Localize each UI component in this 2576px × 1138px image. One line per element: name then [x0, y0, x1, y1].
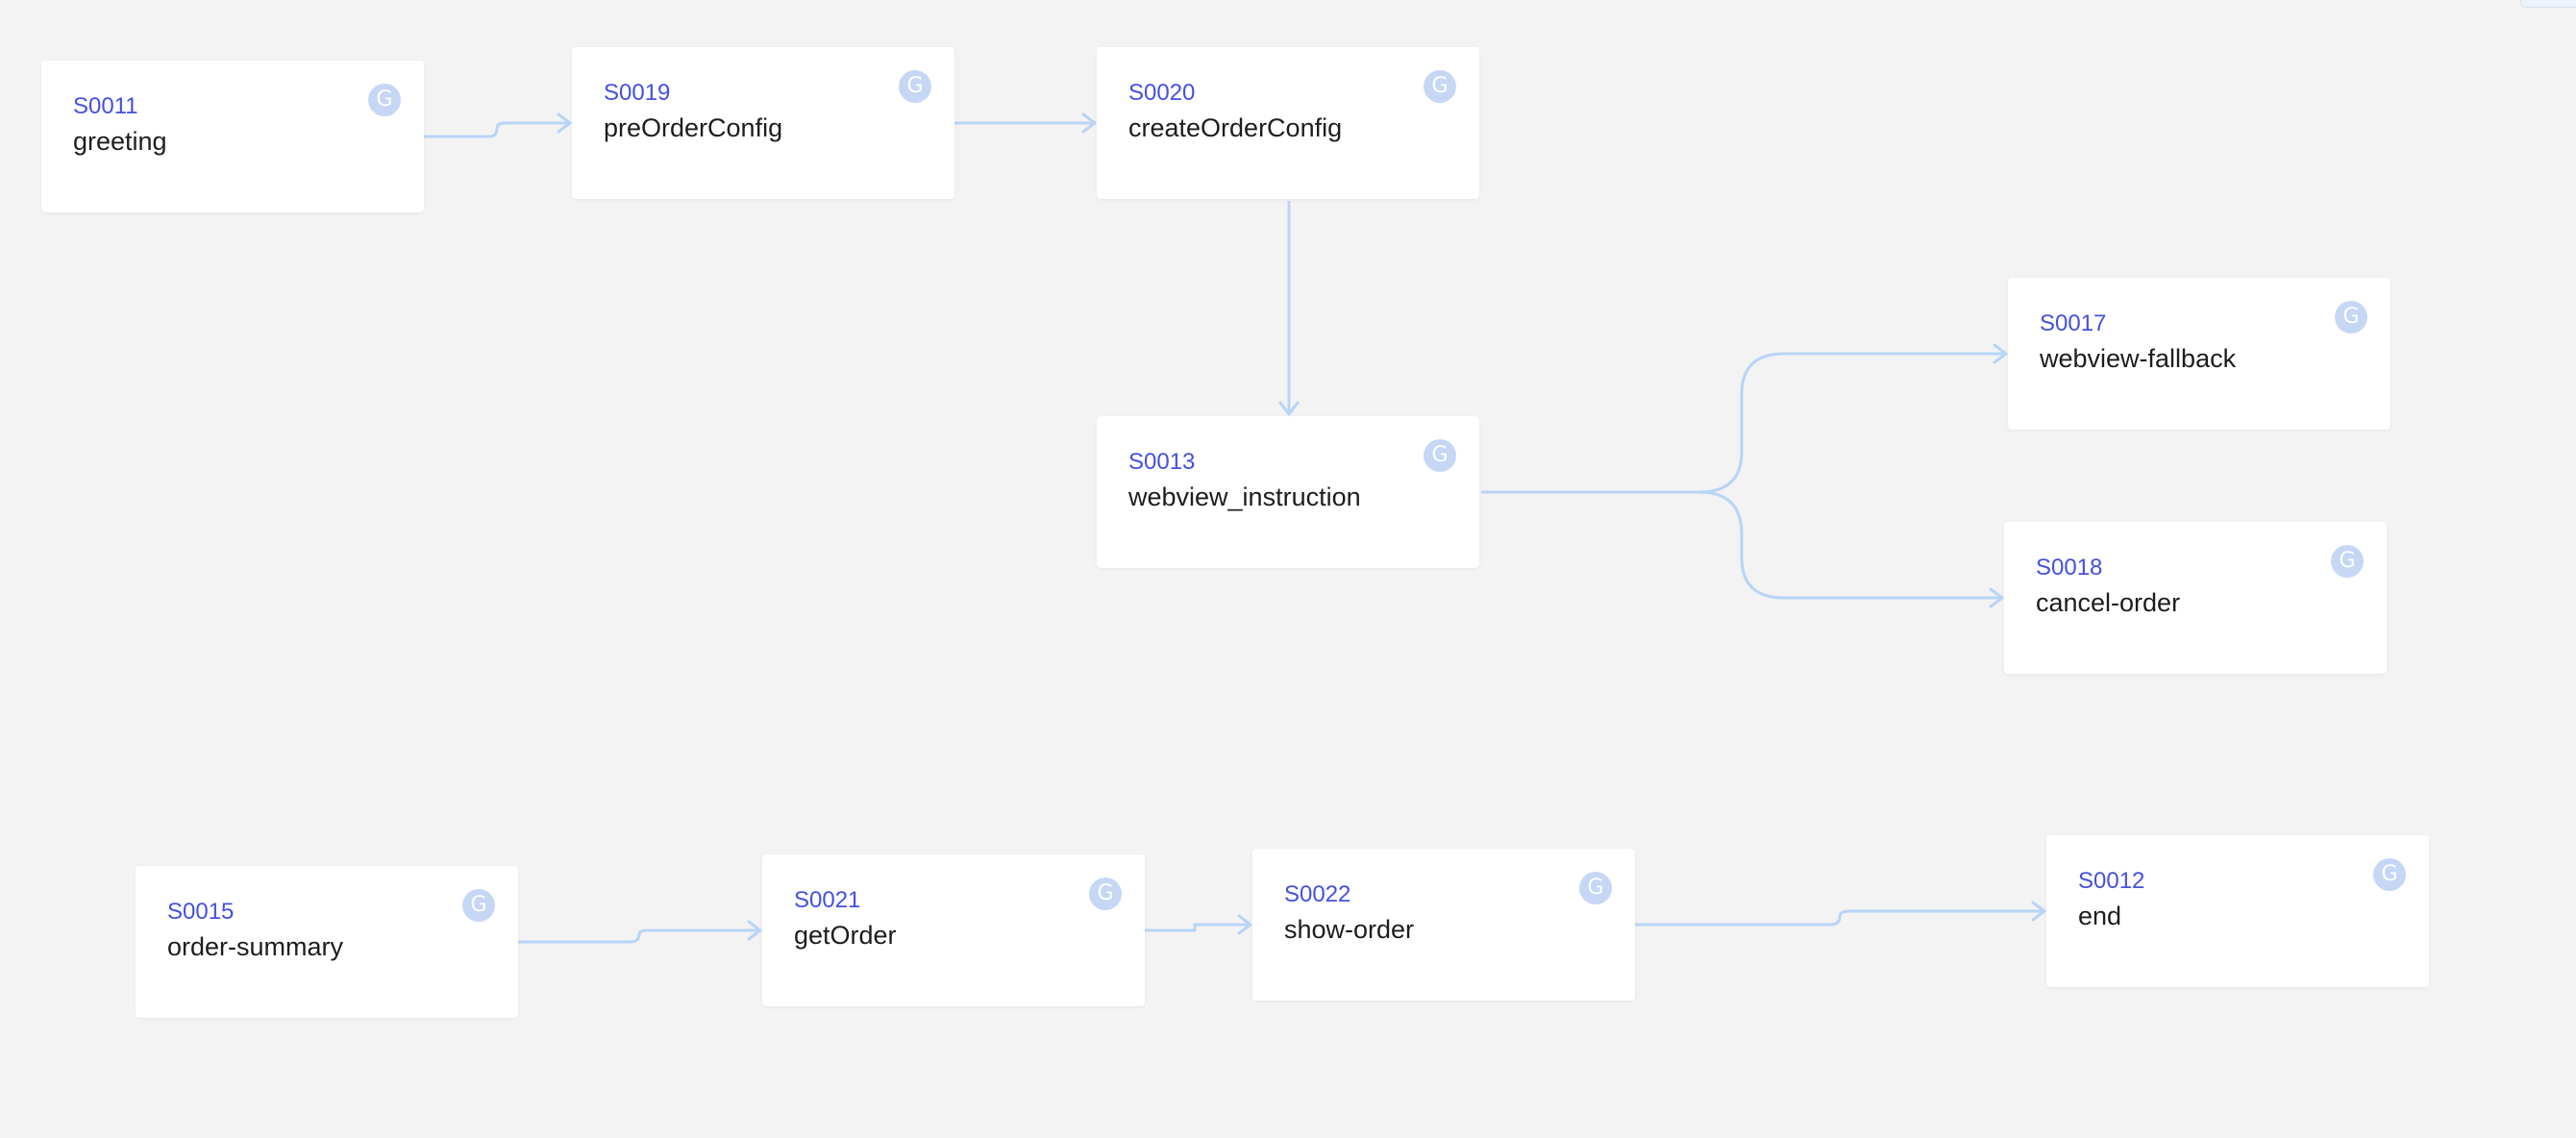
- arrowhead-icon: [1081, 112, 1097, 134]
- edge-s0013-s0017[interactable]: [1481, 352, 2006, 494]
- g-badge-icon: G: [1089, 878, 1122, 910]
- node-name: createOrderConfig: [1128, 113, 1343, 142]
- node-name: preOrderConfig: [604, 113, 783, 142]
- node-id: S0011: [73, 93, 138, 119]
- g-badge-icon: G: [899, 70, 931, 103]
- node-s0011[interactable]: S0011 greeting G: [41, 61, 424, 212]
- arrowhead-icon: [2031, 901, 2046, 922]
- node-id: S0017: [2040, 310, 2107, 336]
- g-badge-icon: G: [2373, 858, 2406, 891]
- g-badge-icon: G: [1424, 70, 1456, 103]
- node-id: S0013: [1128, 449, 1196, 475]
- node-s0015[interactable]: S0015 order-summary G: [136, 866, 518, 1018]
- edge-s0021-s0022[interactable]: [1145, 923, 1251, 932]
- node-name: end: [2078, 902, 2122, 930]
- node-name: order-summary: [167, 932, 344, 961]
- g-badge-icon: G: [368, 84, 401, 116]
- node-name: webview-fallback: [2040, 344, 2237, 373]
- g-badge-icon: G: [2335, 301, 2367, 334]
- node-s0017[interactable]: S0017 webview-fallback G: [2008, 278, 2390, 430]
- edge-s0015-s0021[interactable]: [518, 928, 760, 944]
- node-name: greeting: [73, 127, 167, 156]
- arrowhead-icon: [1237, 914, 1252, 935]
- node-name: webview_instruction: [1128, 482, 1361, 511]
- edge-s0022-s0012[interactable]: [1635, 909, 2044, 927]
- node-s0012[interactable]: S0012 end G: [2046, 835, 2429, 987]
- g-badge-icon: G: [2331, 545, 2364, 578]
- arrowhead-icon: [1993, 343, 2008, 364]
- node-s0020[interactable]: S0020 createOrderConfig G: [1097, 47, 1479, 199]
- edge-s0013-s0018[interactable]: [1698, 490, 2002, 600]
- node-id: S0020: [1128, 80, 1196, 106]
- node-s0022[interactable]: S0022 show-order G: [1252, 849, 1635, 1001]
- node-s0013[interactable]: S0013 webview_instruction G: [1097, 416, 1479, 568]
- node-name: getOrder: [794, 921, 897, 950]
- node-name: cancel-order: [2036, 588, 2181, 617]
- node-s0018[interactable]: S0018 cancel-order G: [2004, 522, 2387, 674]
- node-id: S0018: [2036, 555, 2103, 581]
- edge-s0011-s0019[interactable]: [424, 121, 570, 138]
- node-id: S0021: [794, 887, 861, 913]
- arrowhead-icon: [747, 920, 762, 941]
- node-id: S0015: [167, 899, 235, 925]
- arrowhead-icon: [1278, 401, 1300, 416]
- node-id: S0019: [604, 80, 671, 106]
- node-id: S0022: [1284, 881, 1351, 907]
- node-s0019[interactable]: S0019 preOrderConfig G: [572, 47, 954, 199]
- g-badge-icon: G: [1424, 439, 1456, 472]
- corner-panel-tab[interactable]: [2520, 0, 2576, 8]
- arrowhead-icon: [557, 112, 572, 134]
- node-name: show-order: [1284, 915, 1415, 944]
- g-badge-icon: G: [1579, 872, 1612, 904]
- arrowhead-icon: [1989, 587, 2004, 608]
- node-s0021[interactable]: S0021 getOrder G: [762, 854, 1145, 1006]
- node-id: S0012: [2078, 868, 2145, 894]
- g-badge-icon: G: [462, 889, 495, 922]
